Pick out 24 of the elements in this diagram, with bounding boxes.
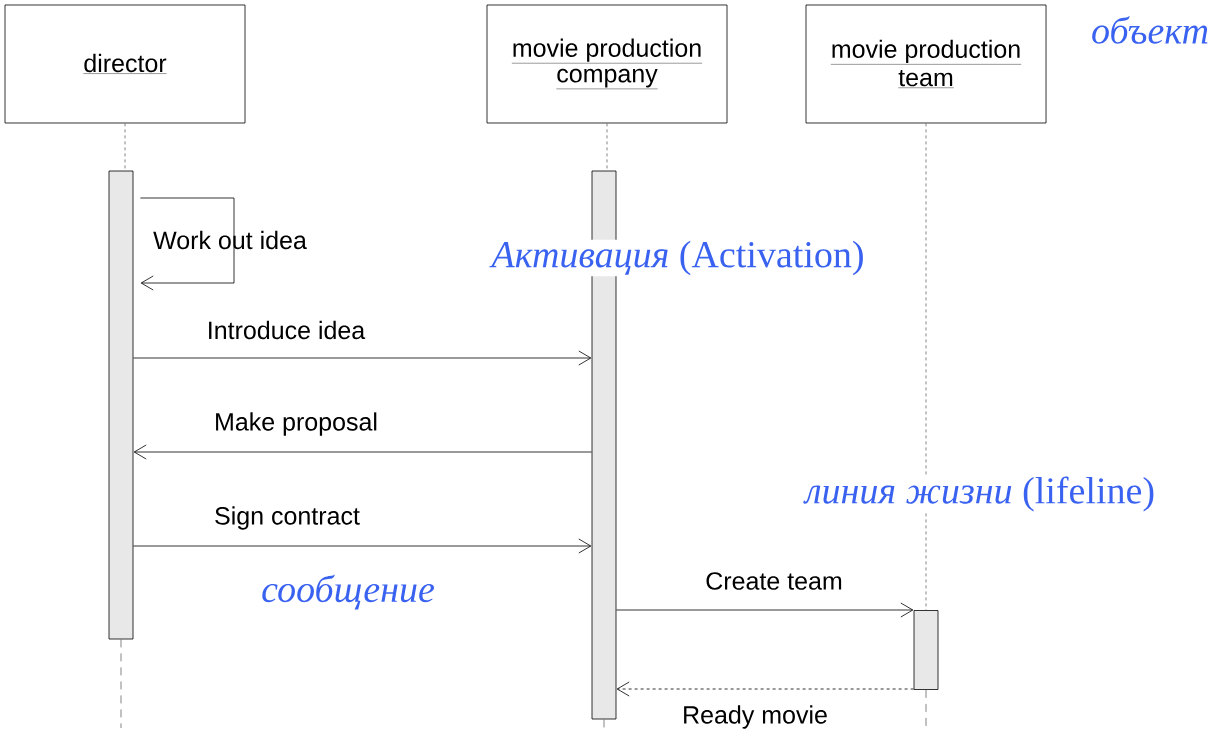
message-arrow: [616, 602, 914, 618]
self-message-arrow: [140, 197, 235, 291]
message-arrow: [133, 538, 592, 554]
lifeline: [925, 123, 927, 611]
message-label: Work out idea: [153, 230, 307, 250]
lifeline: [124, 123, 126, 171]
lifeline: [606, 123, 608, 171]
message-arrow: [133, 444, 592, 460]
message-label: Make proposal: [216, 412, 377, 436]
message-label: Create team: [706, 572, 842, 590]
message-label: Ready movie: [684, 705, 827, 729]
annotation-text: объект: [1090, 15, 1210, 45]
activation-bar: [913, 610, 939, 690]
message-label: Introduce idea: [209, 320, 366, 340]
activation-bar: [108, 170, 134, 640]
message-label: Sign contract: [215, 506, 360, 530]
return-message-arrow: [616, 681, 914, 697]
annotation-text: сообщение: [260, 573, 436, 611]
annotation-text: линия жизни (lifeline): [803, 475, 1157, 513]
object-box: movie production team: [805, 4, 1047, 124]
annotation-text: Активация (Activation): [489, 239, 866, 277]
object-box: movie production company: [486, 4, 728, 124]
message-arrow: [133, 350, 592, 366]
object-box: director: [4, 4, 246, 124]
